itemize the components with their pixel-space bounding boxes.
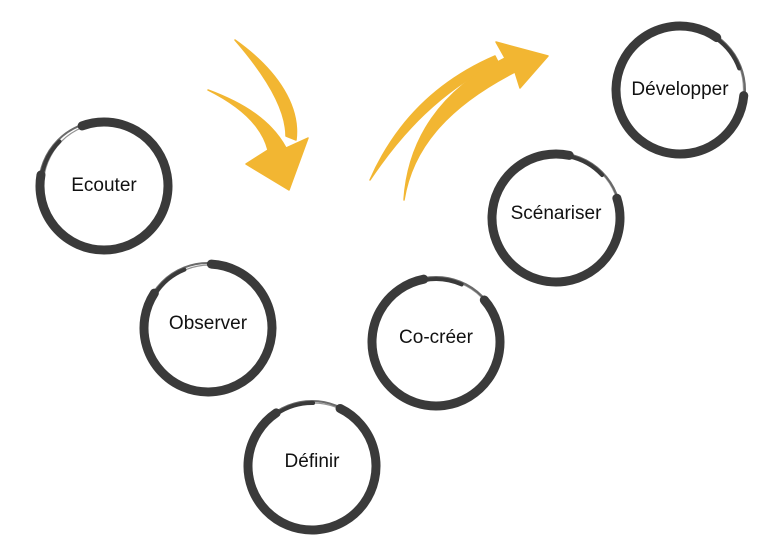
ring-brush-stroke (139, 259, 277, 397)
step-developper: Développer (611, 21, 749, 159)
step-developper-ring (611, 21, 749, 159)
ring-brush-stroke (367, 274, 505, 411)
step-ecouter-label: Ecouter (71, 175, 137, 196)
step-ecouter-ring (35, 117, 173, 255)
down-arrow-icon (207, 39, 309, 191)
ring-brush-taper (567, 154, 605, 178)
ring-brush-taper (421, 277, 464, 287)
step-scenariser-ring (487, 149, 625, 287)
ring-brush-stroke (611, 21, 749, 159)
step-definir-ring (243, 400, 381, 535)
step-observer-label: Observer (169, 313, 248, 334)
step-definir-label: Définir (285, 451, 341, 472)
ring-brush-taper (714, 36, 742, 71)
step-observer-ring (139, 259, 277, 397)
step-scenariser: Scénariser (487, 149, 625, 287)
ring-brush-stroke (243, 403, 381, 535)
step-definir: Définir (243, 400, 381, 535)
step-developper-label: Développer (631, 79, 729, 100)
ring-brush-taper (153, 267, 187, 296)
ring-brush-stroke (35, 117, 173, 255)
step-observer: Observer (139, 259, 277, 397)
ring-brush-taper (274, 401, 316, 416)
step-scenariser-label: Scénariser (511, 203, 602, 224)
step-co-creer: Co-créer (367, 274, 505, 411)
ring-brush-taper (39, 139, 62, 178)
ring-brush-stroke (487, 149, 625, 287)
step-ecouter: Ecouter (35, 117, 173, 255)
up-arrow-icon (369, 41, 549, 201)
step-co-creer-label: Co-créer (399, 327, 474, 348)
step-co-creer-ring (367, 274, 505, 411)
